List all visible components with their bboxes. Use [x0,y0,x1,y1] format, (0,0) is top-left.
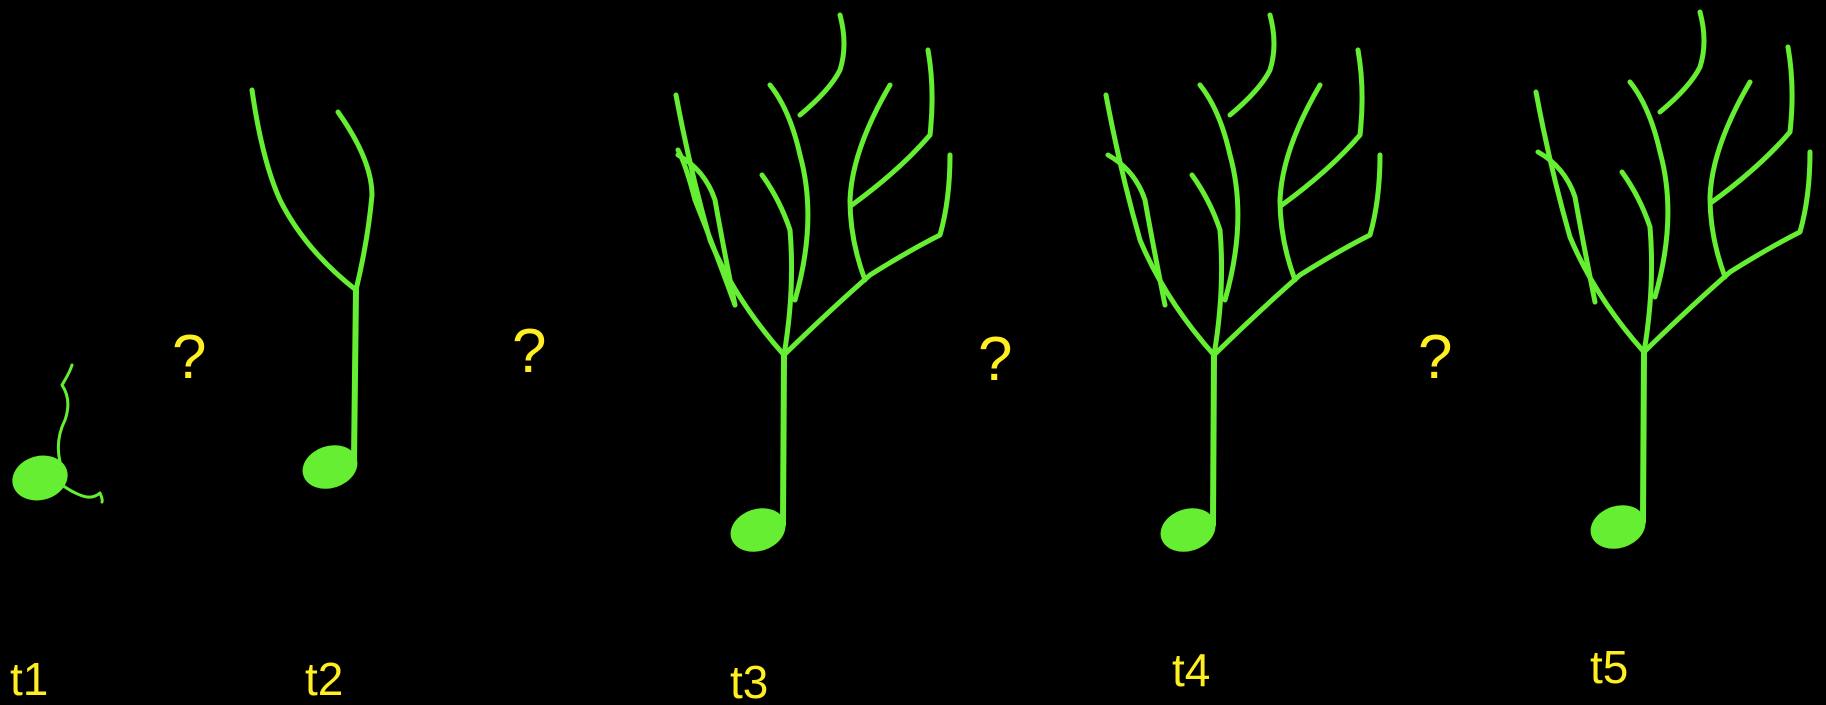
branch-outer-left [673,92,787,358]
branch-center [1197,82,1241,303]
stage-label-t4: t4 [1172,644,1210,696]
branch-center-top [797,12,847,118]
stage-t4-tree [1103,12,1383,552]
seed-flagellum-lower [60,483,104,504]
tree-trunk [1640,349,1647,525]
tree-base [730,508,786,552]
stage-t1-seed [12,363,104,504]
branch-outer-left [1103,92,1217,358]
sprout-stem [351,287,359,463]
branch-left-lower [675,147,738,308]
branch-left-twig [675,152,738,308]
seed-flagellum-upper [56,363,74,464]
branch-right-inner [1707,79,1753,280]
transition-mark-3: ? [978,325,1012,394]
branch-center [767,82,811,303]
stage-label-t2: t2 [305,653,343,705]
transition-mark-1: ? [172,323,206,392]
branch-right-main [781,152,953,358]
stage-t5-tree [1533,9,1813,549]
branch-right-main [1211,152,1383,358]
branch-center-top [1657,9,1707,115]
branch-mid-left [1189,172,1225,358]
sprout-branch-right [335,109,375,293]
branch-right-inner [1277,82,1323,283]
stage-t2-sprout [249,87,375,489]
branch-right-upper [849,47,935,208]
sprout-branch-left [249,87,359,293]
branch-right-main [1641,149,1813,355]
transition-mark-2: ? [512,317,546,386]
branch-left-twig [1535,149,1598,305]
seed-body [12,455,68,501]
stage-label-t5: t5 [1590,641,1628,693]
transition-mark-4: ? [1418,323,1452,392]
branch-right-upper [1279,47,1365,208]
branch-right-inner [847,82,893,283]
branch-mid-left [759,172,795,358]
sprout-base [302,445,358,489]
branch-outer-left [1533,89,1647,355]
tree-base [1590,505,1646,549]
branch-left-twig [1105,152,1168,308]
stage-label-t3: t3 [730,656,768,705]
branch-center-top [1227,12,1277,118]
branch-right-upper [1709,44,1795,205]
branch-center [1627,79,1671,300]
tree-trunk [780,352,787,528]
stage-label-t1: t1 [10,653,48,705]
branch-mid-left [1619,169,1655,355]
stage-t3-tree [673,12,953,552]
tree-base [1160,508,1216,552]
tree-trunk [1210,352,1217,528]
